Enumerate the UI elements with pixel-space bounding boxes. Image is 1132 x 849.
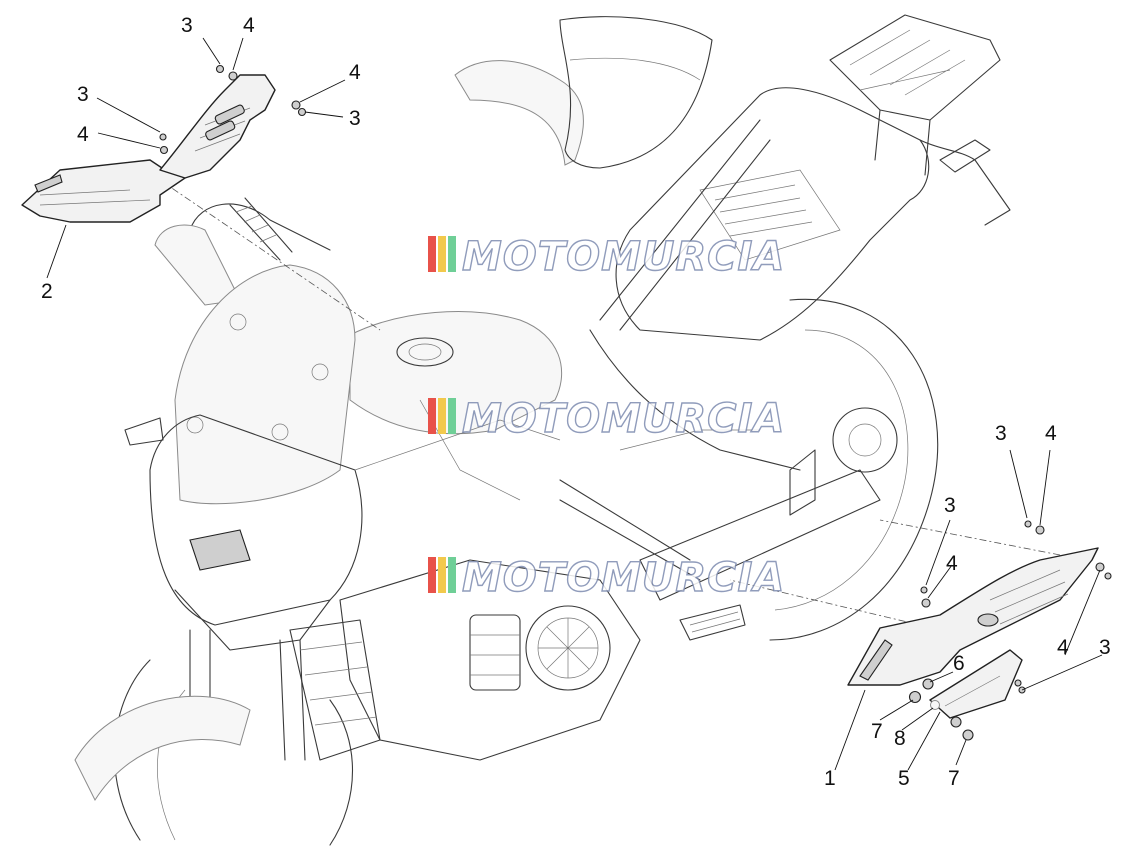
watermark-3: MOTOMURCIA: [428, 554, 785, 602]
part-2-left-cover: [21, 64, 307, 223]
callout-3: 3: [349, 107, 361, 130]
watermark-text: MOTOMURCIA: [462, 396, 785, 442]
watermark-stripe-red: [428, 557, 436, 593]
watermark-2: MOTOMURCIA: [428, 395, 785, 443]
callout-4: 4: [1057, 636, 1069, 659]
callout-3: 3: [944, 494, 956, 517]
callout-3: 3: [1099, 636, 1111, 659]
callout-labels: 3 4 3 4 4 3 2 3 4 3 4 4 3 6 7 8 1 5 7: [41, 14, 1111, 790]
part-5-small-cover: [908, 520, 1112, 741]
watermark-stripe-green: [448, 557, 456, 593]
watermark-text: MOTOMURCIA: [462, 234, 785, 280]
callout-7: 7: [948, 767, 960, 790]
callout-4: 4: [77, 123, 89, 146]
watermark-text: MOTOMURCIA: [462, 555, 785, 601]
callout-5: 5: [898, 767, 910, 790]
watermark-stripe-green: [448, 236, 456, 272]
callout-4: 4: [349, 61, 361, 84]
assembly-guide-lines: [159, 179, 1061, 626]
watermark-stripe-yellow: [438, 236, 446, 272]
callout-4: 4: [243, 14, 255, 37]
motorcycle-illustration: [74, 14, 1011, 846]
callout-2: 2: [41, 280, 53, 303]
part-1-right-cover: [847, 547, 1099, 686]
watermark-1: MOTOMURCIA: [428, 233, 785, 281]
callout-8: 8: [894, 727, 906, 750]
watermark-stripe-yellow: [438, 557, 446, 593]
callout-1: 1: [824, 767, 836, 790]
callout-3: 3: [181, 14, 193, 37]
watermark-stripe-red: [428, 236, 436, 272]
callout-3: 3: [77, 83, 89, 106]
watermark-stripe-yellow: [438, 398, 446, 434]
callout-7: 7: [871, 720, 883, 743]
watermark-stripe-green: [448, 398, 456, 434]
callout-4: 4: [1045, 422, 1057, 445]
callout-4: 4: [946, 552, 958, 575]
callout-3: 3: [995, 422, 1007, 445]
callout-6: 6: [953, 652, 965, 675]
watermark-stripe-red: [428, 398, 436, 434]
callout-leaders: [46, 37, 1103, 771]
